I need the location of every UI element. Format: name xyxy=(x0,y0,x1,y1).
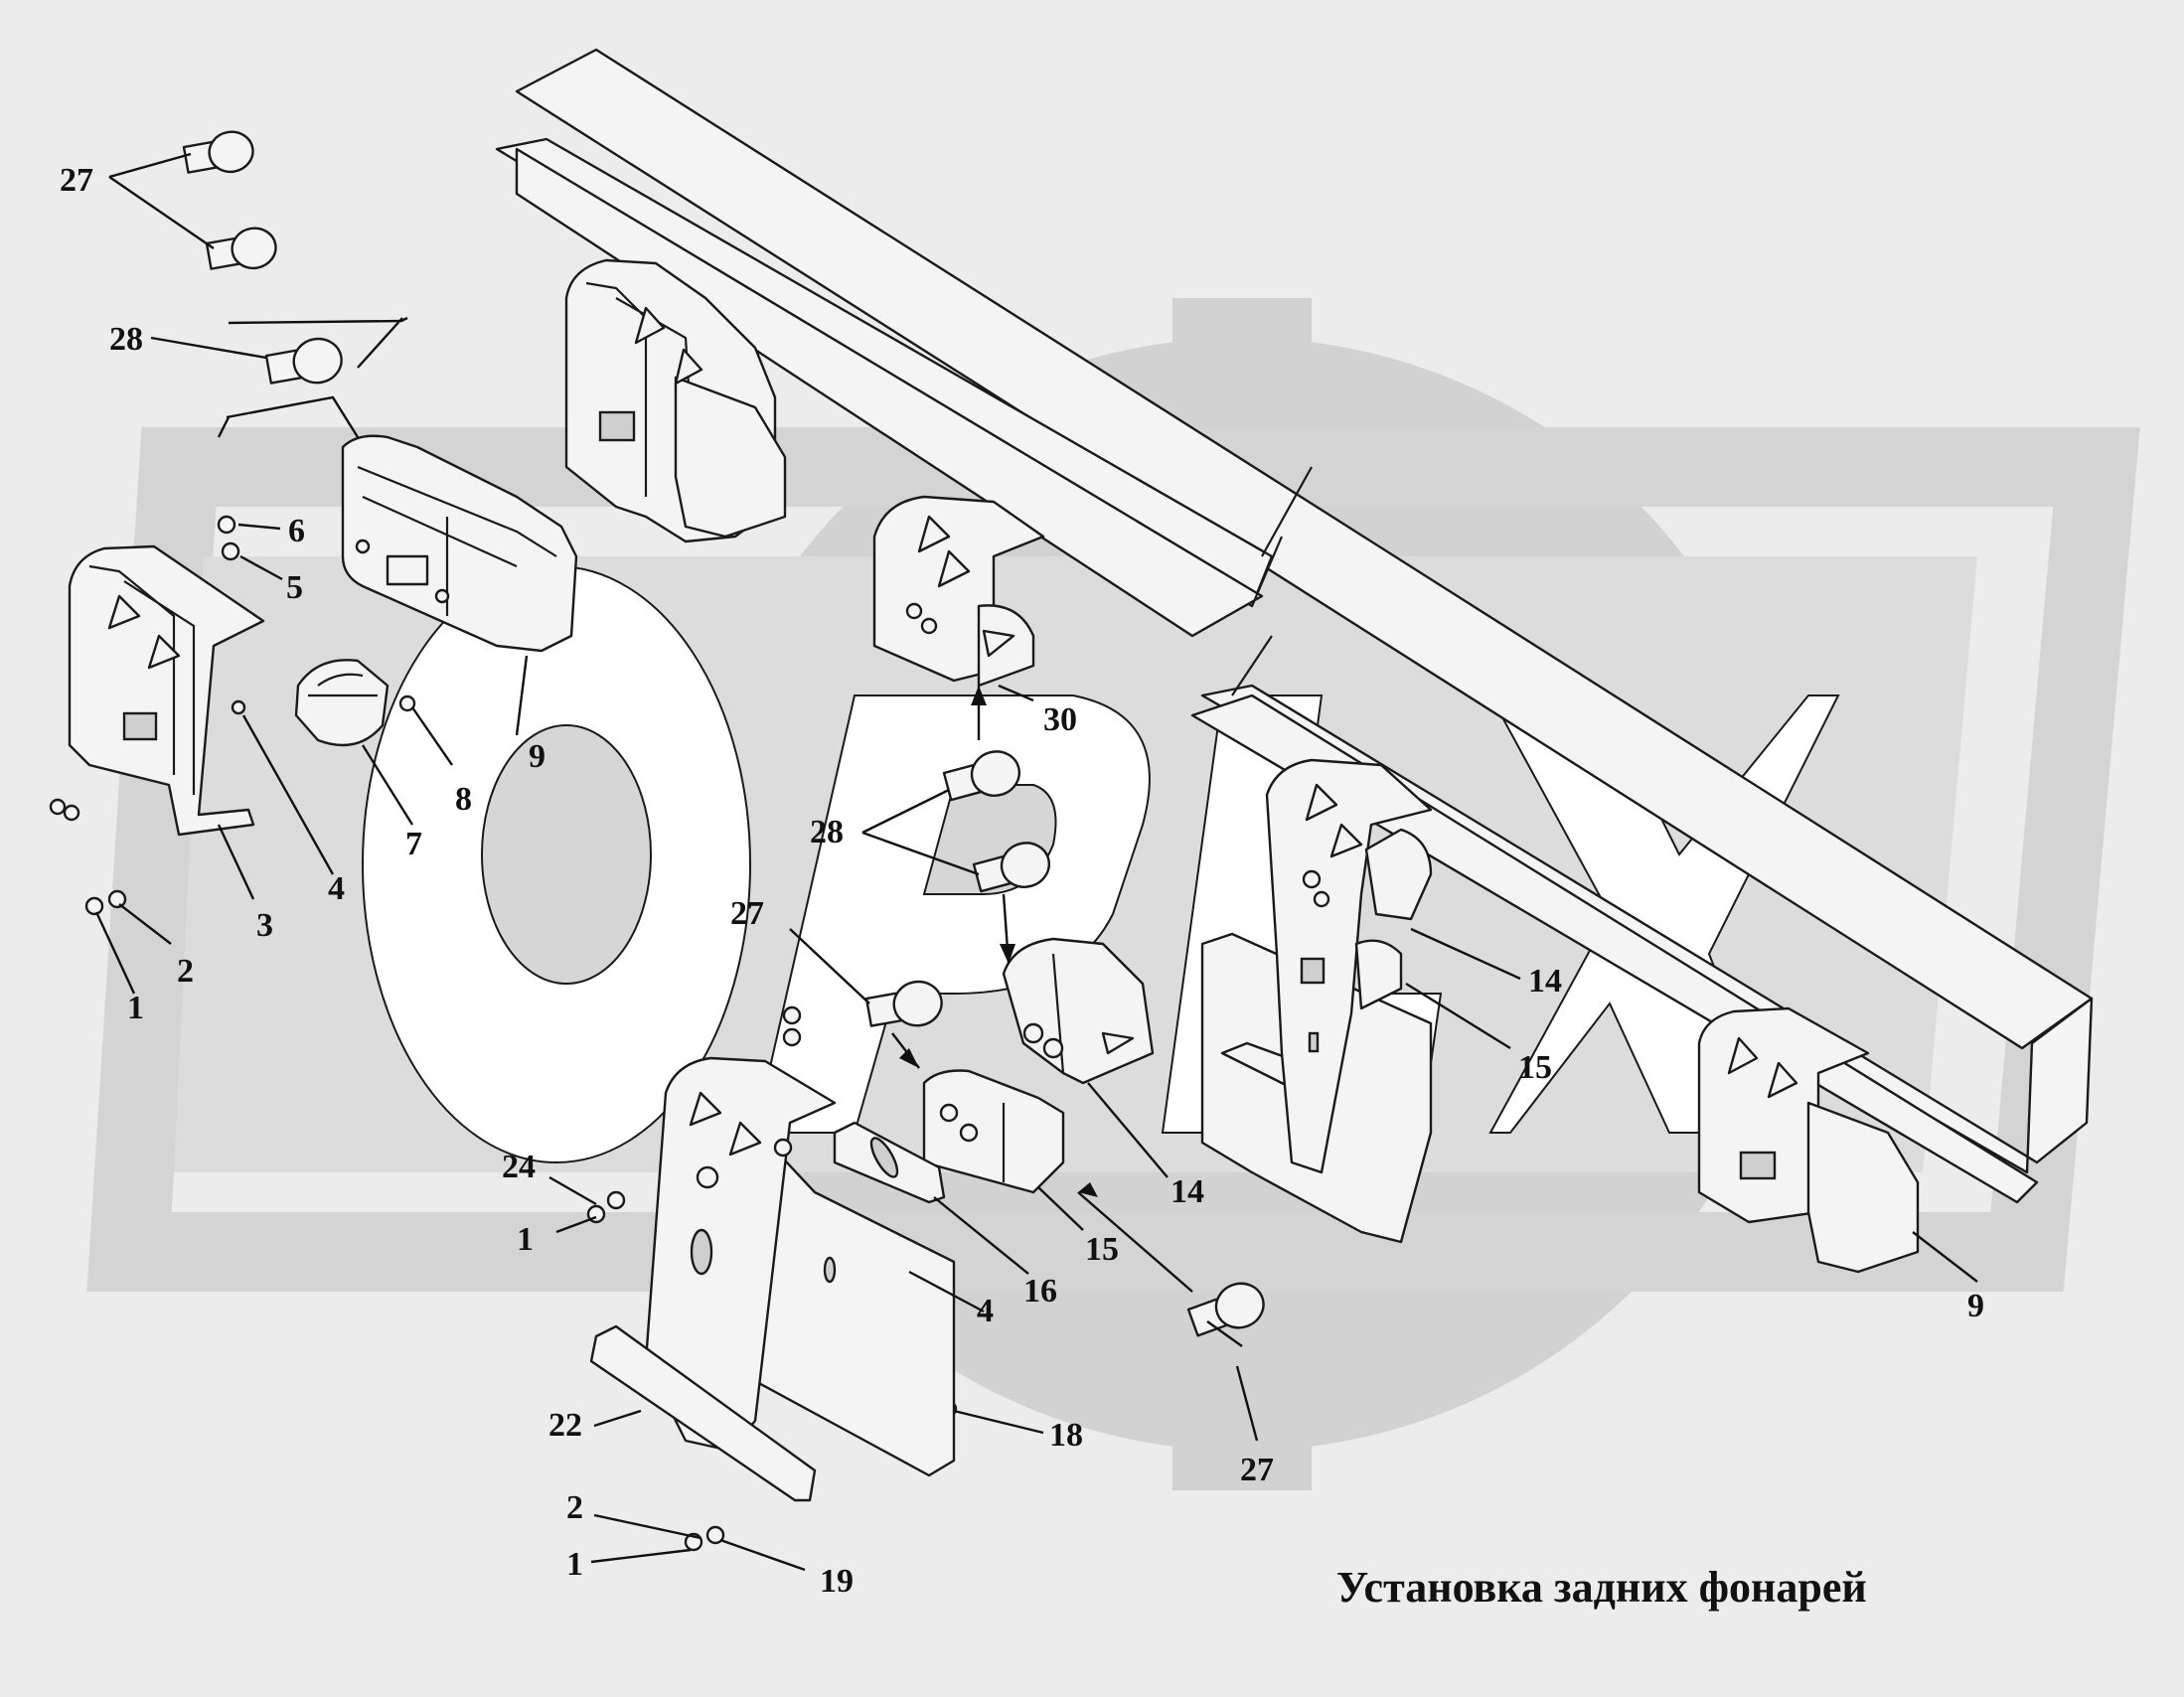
callout-8: 8 xyxy=(455,781,472,818)
callout-1: 1 xyxy=(127,990,144,1026)
callout-1: 1 xyxy=(517,1221,534,1258)
callout-1: 1 xyxy=(566,1546,583,1583)
callout-15: 15 xyxy=(1085,1231,1119,1268)
callout-6: 6 xyxy=(288,513,305,549)
callout-7: 7 xyxy=(405,826,422,862)
callout-30: 30 xyxy=(1043,701,1077,738)
callout-19: 19 xyxy=(820,1563,854,1600)
callout-4: 4 xyxy=(328,870,345,907)
callout-27: 27 xyxy=(60,162,93,199)
callout-2: 2 xyxy=(177,953,194,990)
rear-lamp-9-left xyxy=(341,434,578,653)
callout-15: 15 xyxy=(1518,1049,1552,1086)
middle-bracket-30 xyxy=(872,495,1045,688)
callout-28: 28 xyxy=(109,321,143,358)
right-bracket-14-15 xyxy=(1200,758,1433,1244)
callout-27: 27 xyxy=(730,895,764,932)
callout-9: 9 xyxy=(529,738,546,775)
upper-mounted-lamp-bracket xyxy=(564,258,787,543)
far-right-bracket-lamp-9 xyxy=(1697,1006,1920,1274)
callout-22: 22 xyxy=(548,1407,582,1444)
callout-labels: 27 28 6 5 9 8 7 4 3 2 1 30 28 27 14 15 1… xyxy=(60,162,1984,1600)
callout-14: 14 xyxy=(1528,963,1562,1000)
bulbs xyxy=(182,130,1265,1337)
license-plate-bracket xyxy=(589,1056,956,1502)
callout-27: 27 xyxy=(1240,1452,1274,1488)
drawing-caption: Установка задних фонарей xyxy=(1336,1563,1867,1612)
lamp-15 xyxy=(922,1069,1065,1194)
callout-14: 14 xyxy=(1170,1173,1204,1210)
left-bracket-3 xyxy=(68,544,265,837)
callout-2: 2 xyxy=(566,1489,583,1526)
gasket-7 xyxy=(294,659,390,747)
callout-3: 3 xyxy=(256,907,273,944)
callout-16: 16 xyxy=(1023,1273,1057,1310)
lamp-14 xyxy=(1002,937,1155,1085)
leader-lines xyxy=(94,152,1978,1572)
callout-4: 4 xyxy=(977,1293,994,1329)
arrowheads xyxy=(899,686,1098,1197)
callout-9: 9 xyxy=(1967,1288,1984,1324)
lens-plate-16 xyxy=(833,1121,946,1204)
callout-18: 18 xyxy=(1049,1417,1083,1454)
callout-5: 5 xyxy=(286,569,303,606)
callout-28: 28 xyxy=(810,814,844,850)
callout-24: 24 xyxy=(502,1149,536,1185)
